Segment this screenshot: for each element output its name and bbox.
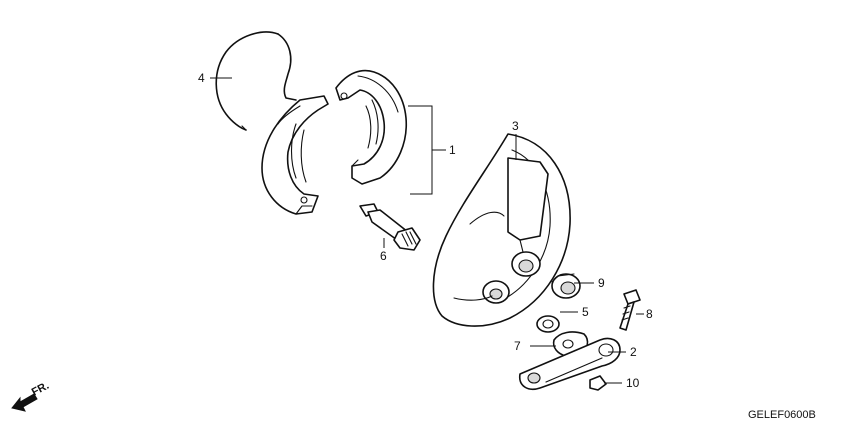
callout-10: 10 [626,376,640,390]
callout-4: 4 [198,71,205,85]
direction-label: FR. [30,380,51,399]
callout-2: 2 [630,345,637,359]
washer-part-5 [536,315,560,333]
callout-1: 1 [449,143,456,157]
diagram-code: GELEF0600B [748,409,816,421]
brake-cam [359,203,421,251]
callout-6: 6 [380,249,387,263]
callout-8: 8 [646,307,653,321]
leader-lines [210,77,644,384]
brake-panel [432,133,571,327]
brake-arm-part-2 [518,337,621,390]
brake-spring [215,31,297,131]
brake-shoe-rear [335,69,408,185]
front-direction-arrow: FR. [11,380,51,412]
brake-shoe-front [261,95,329,215]
callout-3: 3 [512,119,519,133]
callout-5: 5 [582,305,589,319]
callout-9: 9 [598,276,605,290]
nut-part-10 [589,375,607,391]
callout-7: 7 [514,339,521,353]
bolt-part-8 [619,289,641,331]
seal-part-9 [551,273,581,299]
